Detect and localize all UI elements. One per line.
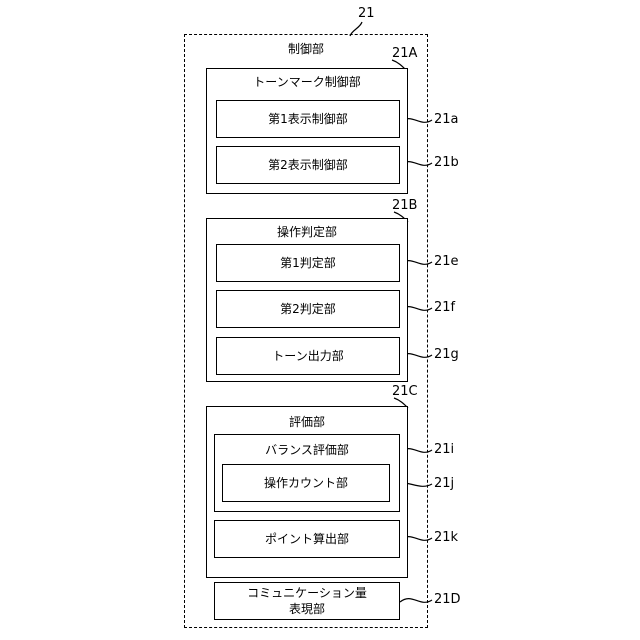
communication-expression-label: コミュニケーション量 表現部 bbox=[215, 583, 399, 619]
second-judgment-box: 第2判定部 bbox=[216, 290, 400, 328]
point-calculation-label: ポイント算出部 bbox=[215, 521, 399, 557]
ref-21B: 21B bbox=[392, 198, 417, 213]
ref-21f: 21f bbox=[434, 300, 455, 315]
ref-21: 21 bbox=[358, 6, 375, 21]
operation-count-label: 操作カウント部 bbox=[223, 465, 389, 501]
communication-expression-line2: 表現部 bbox=[289, 601, 325, 617]
first-judgment-label: 第1判定部 bbox=[217, 245, 399, 281]
second-judgment-label: 第2判定部 bbox=[217, 291, 399, 327]
ref-21g: 21g bbox=[434, 347, 459, 362]
tone-output-box: トーン出力部 bbox=[216, 337, 400, 375]
first-display-control-box: 第1表示制御部 bbox=[216, 100, 400, 138]
ref-21b: 21b bbox=[434, 155, 459, 170]
communication-expression-line1: コミュニケーション量 bbox=[247, 585, 367, 601]
ref-21e: 21e bbox=[434, 254, 459, 269]
second-display-control-box: 第2表示制御部 bbox=[216, 146, 400, 184]
operation-count-box: 操作カウント部 bbox=[222, 464, 390, 502]
second-display-control-label: 第2表示制御部 bbox=[217, 147, 399, 183]
balance-evaluation-title: バランス評価部 bbox=[215, 441, 399, 458]
ref-21A: 21A bbox=[392, 46, 417, 61]
ref-21j: 21j bbox=[434, 476, 454, 491]
ref-21D: 21D bbox=[434, 592, 461, 607]
first-judgment-box: 第1判定部 bbox=[216, 244, 400, 282]
communication-expression-box: コミュニケーション量 表現部 bbox=[214, 582, 400, 620]
tone-output-label: トーン出力部 bbox=[217, 338, 399, 374]
point-calculation-box: ポイント算出部 bbox=[214, 520, 400, 558]
first-display-control-label: 第1表示制御部 bbox=[217, 101, 399, 137]
ref-21i: 21i bbox=[434, 442, 454, 457]
evaluation-title: 評価部 bbox=[207, 413, 407, 430]
ref-21C: 21C bbox=[392, 384, 418, 399]
ref-21k: 21k bbox=[434, 530, 458, 545]
operation-judgment-title: 操作判定部 bbox=[207, 223, 407, 240]
ref-21a: 21a bbox=[434, 112, 459, 127]
tone-mark-control-title: トーンマーク制御部 bbox=[207, 73, 407, 90]
